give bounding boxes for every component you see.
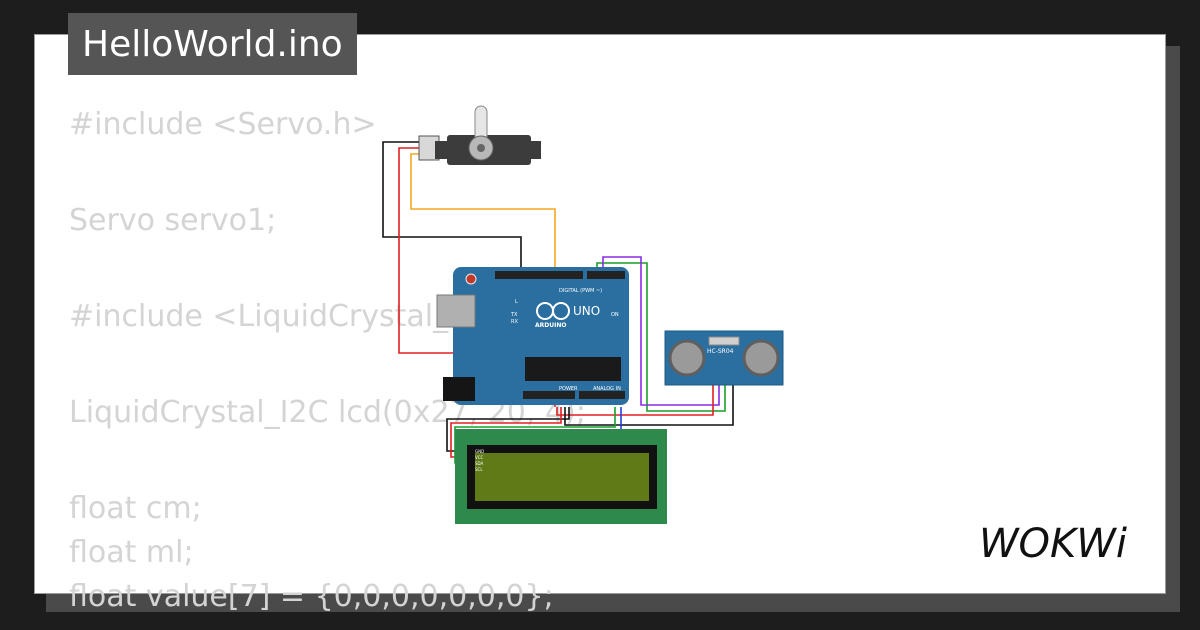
code-line: float ml; — [69, 535, 194, 570]
board-power-label: POWER — [559, 386, 578, 392]
lcd-pin-sda: SDA — [475, 461, 484, 466]
code-line: float cm; — [69, 491, 202, 526]
wire-sensor-trig — [602, 256, 720, 406]
arduino-uno-board: UNO ARDUINO DIGITAL (PWM ~) POWER ANALOG… — [436, 267, 629, 405]
servo-motor — [418, 105, 541, 165]
wire-sensor-echo — [596, 262, 726, 412]
board-digital-label: DIGITAL (PWM ~) — [559, 288, 602, 294]
code-line: Servo servo1; — [69, 203, 277, 238]
board-logo: UNO — [573, 304, 600, 318]
wokwi-logo-text: WOKWi — [979, 521, 1127, 567]
lcd-pin-scl: SCL — [475, 467, 483, 472]
project-card[interactable]: #include <Servo.h> Servo servo1; #includ… — [34, 34, 1166, 614]
lcd-pin-vcc: VCC — [475, 455, 484, 460]
circuit-diagram: UNO ARDUINO DIGITAL (PWM ~) POWER ANALOG… — [382, 105, 784, 524]
code-line: #include <Servo.h> — [69, 107, 377, 142]
code-preview: #include <Servo.h> Servo servo1; #includ… — [69, 35, 829, 614]
file-title-tab: HelloWorld.ino — [68, 13, 357, 75]
board-brand: ARDUINO — [535, 322, 566, 329]
sensor-label: HC-SR04 — [707, 348, 734, 355]
file-title: HelloWorld.ino — [82, 23, 343, 65]
lcd-display: GND VCC SDA SCL — [455, 429, 667, 524]
board-rx-label: RX — [511, 319, 518, 325]
lcd-pin-gnd: GND — [475, 449, 484, 454]
code-line: float value[7] = {0,0,0,0,0,0,0}; — [69, 579, 554, 614]
wire-servo-gnd — [382, 141, 522, 275]
ultrasonic-sensor: HC-SR04 — [664, 330, 784, 386]
board-on-label: ON — [611, 312, 619, 318]
wire-servo-signal — [410, 153, 556, 275]
wire-sensor-vcc — [556, 377, 714, 416]
board-tx-label: TX — [510, 312, 518, 318]
wokwi-logo: WOKWi — [979, 521, 1127, 567]
board-l-label: L — [515, 299, 518, 305]
board-analog-label: ANALOG IN — [593, 386, 621, 392]
wire-sensor-gnd — [564, 377, 734, 426]
